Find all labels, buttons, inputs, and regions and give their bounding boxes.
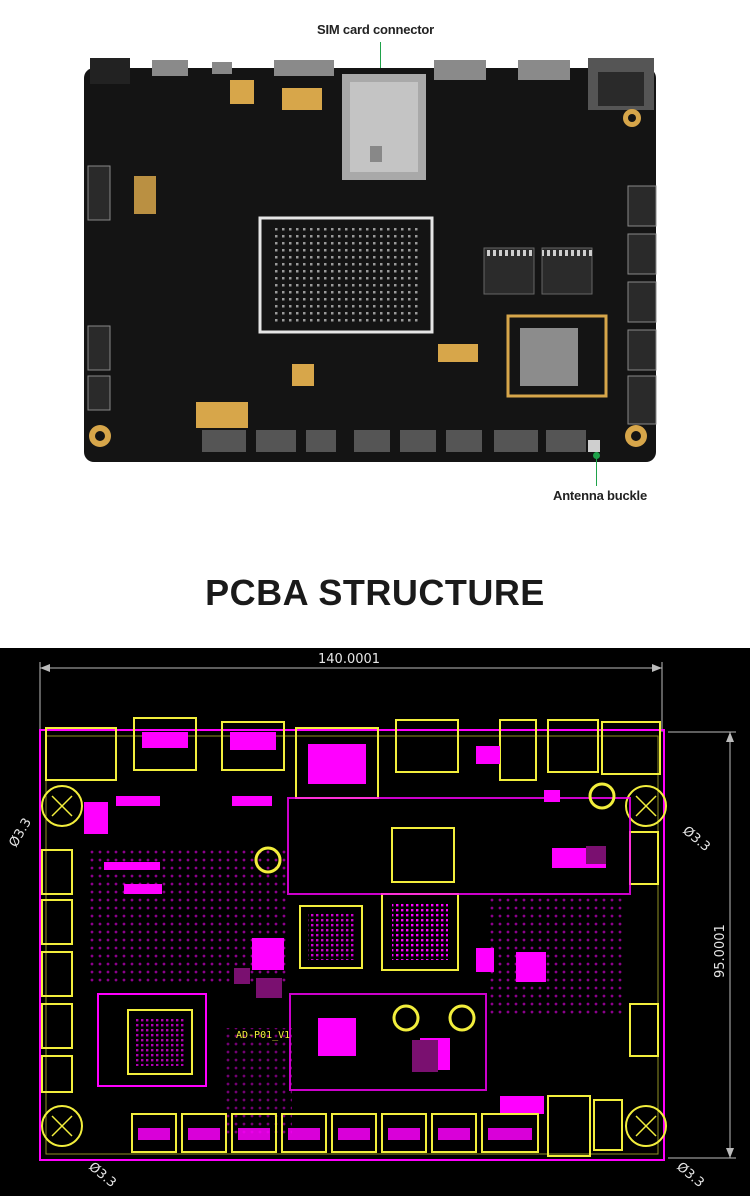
antenna-leader-dot (593, 452, 600, 459)
product-photo-section: SIM card connector (0, 0, 750, 540)
silk-board-name: AD-P01_V1 (236, 1030, 290, 1041)
sim-card-connector-label: SIM card connector (317, 22, 435, 37)
antenna-leader-line (596, 456, 597, 486)
height-dimension: 95.0001 (713, 924, 728, 978)
hole-dim-bottom-left: Ø3.3 (85, 1160, 118, 1191)
hole-dim-top-right: Ø3.3 (679, 824, 712, 855)
board-photo (84, 58, 657, 462)
hole-dim-bottom-right: Ø3.3 (673, 1160, 706, 1191)
width-dimension: 140.0001 (318, 652, 380, 667)
hole-dim-top-left: Ø3.3 (6, 816, 34, 850)
section-title: PCBA STRUCTURE (205, 572, 545, 613)
pcb-cad-drawing: 140.0001 95.0001 (0, 648, 750, 1196)
antenna-buckle-label: Antenna buckle (553, 488, 647, 503)
